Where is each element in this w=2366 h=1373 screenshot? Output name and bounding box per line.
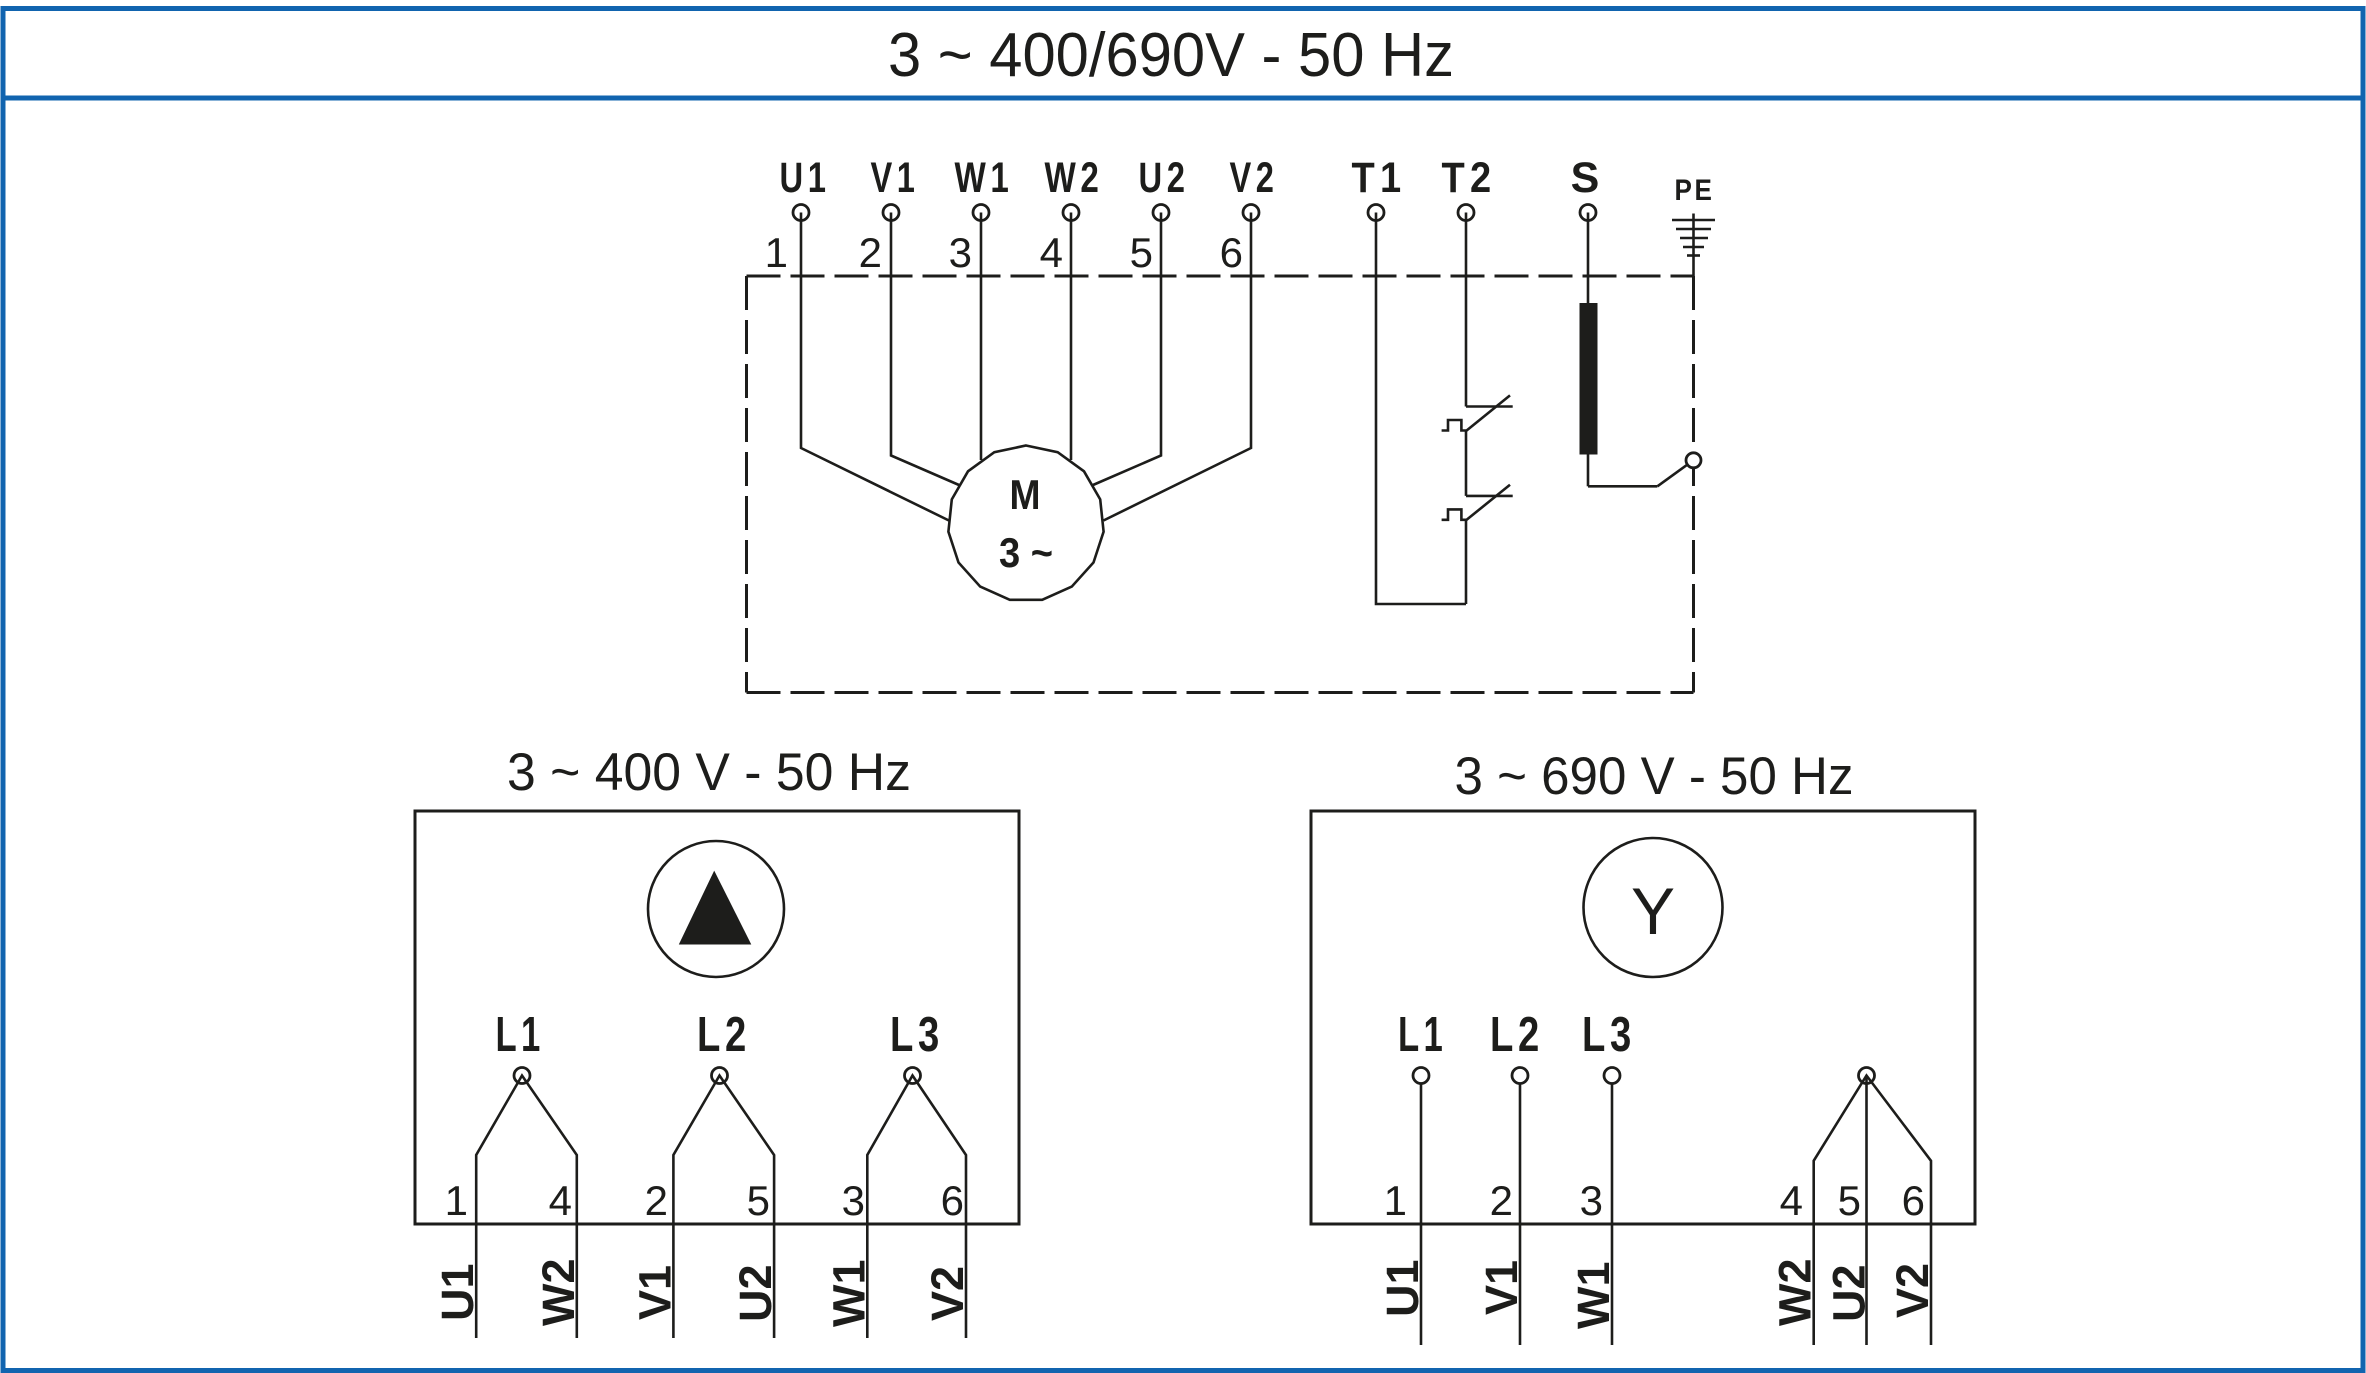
svg-text:W2: W2 [533,1259,584,1327]
svg-text:U2: U2 [1824,1264,1875,1322]
svg-text:W1: W1 [955,154,1014,202]
svg-text:3 ~: 3 ~ [999,529,1053,576]
svg-text:2: 2 [1490,1177,1513,1224]
svg-text:4: 4 [1040,229,1063,276]
svg-text:1: 1 [765,229,788,276]
svg-text:4: 4 [1780,1177,1803,1224]
svg-text:2: 2 [859,229,882,276]
svg-text:L3: L3 [1582,1008,1636,1062]
svg-text:V2: V2 [1887,1263,1938,1318]
svg-text:V1: V1 [871,154,920,202]
svg-text:1: 1 [1384,1177,1407,1224]
svg-text:L2: L2 [697,1008,751,1062]
svg-text:L1: L1 [1398,1008,1447,1062]
svg-text:3: 3 [1580,1177,1603,1224]
svg-text:6: 6 [941,1177,964,1224]
svg-text:L3: L3 [890,1008,944,1062]
svg-text:6: 6 [1220,229,1243,276]
svg-text:W1: W1 [823,1260,874,1328]
svg-text:U1: U1 [1377,1259,1428,1317]
svg-text:3 ~ 690 V - 50 Hz: 3 ~ 690 V - 50 Hz [1455,747,1854,806]
svg-text:M: M [1010,471,1041,518]
svg-text:S: S [1571,154,1606,202]
svg-text:3 ~ 400/690V - 50 Hz: 3 ~ 400/690V - 50 Hz [888,21,1454,90]
svg-text:T2: T2 [1442,154,1497,202]
svg-text:2: 2 [645,1177,668,1224]
svg-text:V1: V1 [1476,1260,1527,1315]
svg-text:W1: W1 [1568,1262,1619,1330]
svg-text:U1: U1 [432,1263,483,1321]
svg-text:U2: U2 [1139,154,1190,202]
svg-text:V2: V2 [922,1266,973,1321]
svg-text:Y: Y [1631,874,1675,948]
svg-text:W2: W2 [1045,154,1104,202]
svg-text:4: 4 [549,1177,572,1224]
svg-text:6: 6 [1902,1177,1925,1224]
svg-text:PE: PE [1675,174,1715,207]
svg-text:U2: U2 [730,1264,781,1322]
svg-text:3 ~ 400 V - 50 Hz: 3 ~ 400 V - 50 Hz [507,743,911,802]
svg-text:U1: U1 [780,154,831,202]
svg-text:T1: T1 [1352,154,1407,202]
svg-text:5: 5 [747,1177,770,1224]
svg-text:5: 5 [1838,1177,1861,1224]
svg-text:1: 1 [445,1177,468,1224]
svg-text:W2: W2 [1770,1259,1821,1327]
svg-text:L1: L1 [496,1008,545,1062]
svg-text:L2: L2 [1490,1008,1544,1062]
svg-text:V2: V2 [1230,154,1279,202]
svg-text:3: 3 [949,229,972,276]
svg-text:V1: V1 [629,1265,680,1320]
svg-text:3: 3 [842,1177,865,1224]
svg-text:5: 5 [1130,229,1153,276]
